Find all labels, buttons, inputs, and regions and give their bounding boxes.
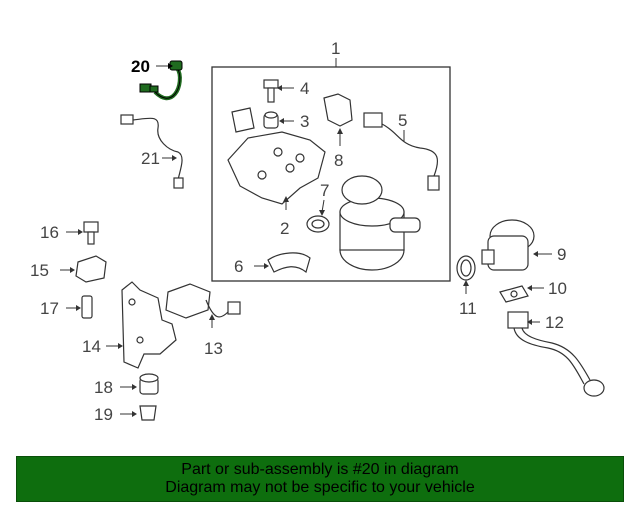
- callout-4[interactable]: 4: [300, 79, 309, 98]
- callout-5[interactable]: 5: [398, 111, 407, 130]
- info-banner: Part or sub-assembly is #20 in diagram D…: [16, 456, 624, 502]
- part-15-block: [75, 255, 107, 283]
- banner-line-1: Part or sub-assembly is #20 in diagram: [181, 461, 459, 478]
- callout-7[interactable]: 7: [320, 181, 329, 200]
- part-17-pin: [81, 295, 93, 319]
- callout-9[interactable]: 9: [557, 245, 566, 264]
- callout-21[interactable]: 21: [141, 149, 160, 168]
- part-14-bracket: [121, 281, 177, 369]
- part-3-grommet: [263, 111, 279, 129]
- part-2-bracket: [227, 107, 326, 205]
- callout-3[interactable]: 3: [300, 112, 309, 131]
- air-pump: [339, 175, 421, 271]
- part-18-cap: [139, 373, 159, 395]
- part-8-connector: [323, 93, 353, 127]
- part-7-clamp: [306, 215, 330, 233]
- part-19-clip: [139, 405, 157, 421]
- part-13-module: [165, 283, 241, 319]
- callout-15[interactable]: 15: [30, 261, 49, 280]
- callout-12[interactable]: 12: [545, 313, 564, 332]
- part-5-harness: [363, 112, 440, 191]
- part-21-sensor: [120, 114, 184, 189]
- callout-2[interactable]: 2: [280, 219, 289, 238]
- part-6-hose: [267, 252, 311, 274]
- callout-14[interactable]: 14: [82, 337, 101, 356]
- callout-1[interactable]: 1: [331, 39, 340, 58]
- part-10-gasket: [499, 285, 529, 303]
- callout-13[interactable]: 13: [204, 339, 223, 358]
- part-16-bolt: [83, 221, 99, 245]
- part-20-sensor[interactable]: [139, 60, 183, 101]
- callout-18[interactable]: 18: [94, 378, 113, 397]
- callout-20[interactable]: 20: [131, 57, 150, 76]
- parts-diagram: 1 20 21 2 3 4: [30, 39, 605, 424]
- part-4-bolt: [263, 79, 279, 103]
- callout-11[interactable]: 11: [459, 299, 477, 318]
- callout-17[interactable]: 17: [40, 299, 59, 318]
- assembly-frame: [211, 66, 451, 282]
- callout-6[interactable]: 6: [234, 257, 243, 276]
- callout-10[interactable]: 10: [548, 279, 567, 298]
- callout-16[interactable]: 16: [40, 223, 59, 242]
- banner-line-2: Diagram may not be specific to your vehi…: [165, 479, 475, 496]
- part-11-clamp: [456, 255, 476, 281]
- callout-19[interactable]: 19: [94, 405, 113, 424]
- callout-8[interactable]: 8: [334, 151, 343, 170]
- part-9-valve: [481, 219, 535, 271]
- part-12-pipe: [507, 311, 605, 397]
